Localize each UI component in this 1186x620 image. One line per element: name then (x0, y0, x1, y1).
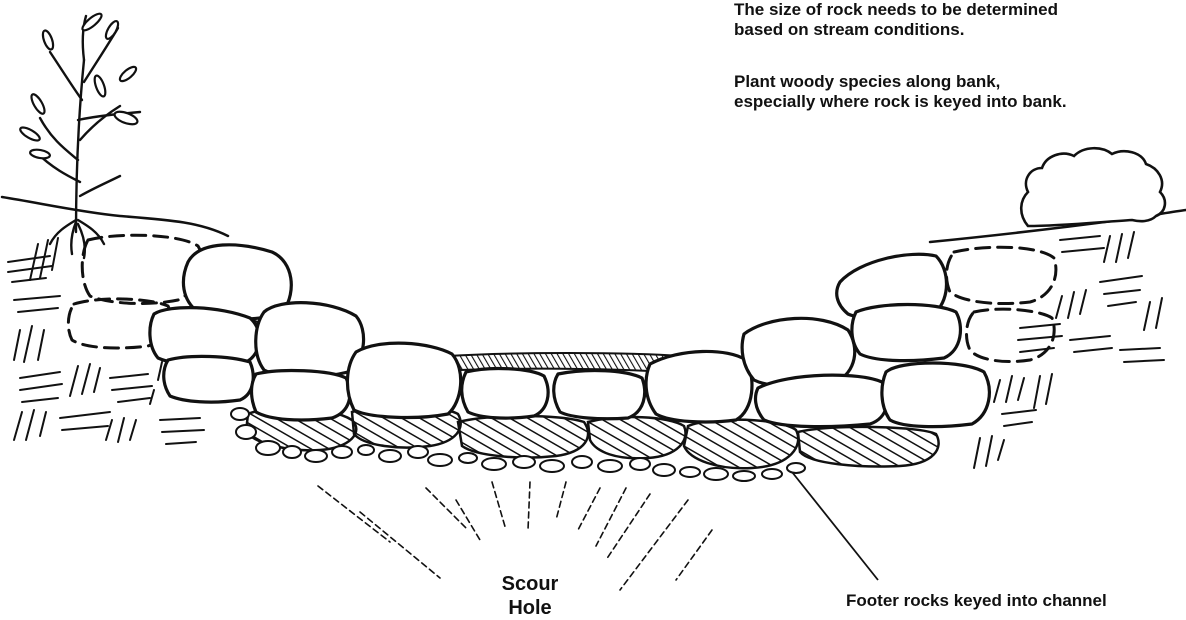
footer-rock (684, 420, 798, 469)
scour-label-line1: Scour (494, 572, 566, 596)
rock (882, 363, 989, 427)
right-bank-soil-texture (974, 232, 1164, 468)
note-planting: Plant woody species along bank, especial… (734, 72, 1067, 112)
note-rock-size-line2: based on stream conditions. (734, 20, 1058, 40)
footer-rocks-label: Footer rocks keyed into channel (846, 591, 1107, 611)
scour-hole-label: Scour Hole (494, 572, 566, 620)
note-planting-line1: Plant woody species along bank, (734, 72, 1067, 92)
rock (256, 303, 364, 377)
note-planting-line2: especially where rock is keyed into bank… (734, 92, 1067, 112)
keyed-rock (947, 247, 1056, 303)
rock (554, 371, 645, 419)
ground-surface-line (2, 197, 1186, 242)
rock (252, 371, 350, 420)
note-rock-size: The size of rock needs to be determined … (734, 0, 1058, 40)
keyed-rock (967, 309, 1055, 361)
note-rock-size-line1: The size of rock needs to be determined (734, 0, 1058, 20)
rock (646, 351, 752, 422)
footer-leader-line (792, 472, 878, 580)
footer-rock (458, 416, 588, 458)
riprap-rocks (150, 245, 989, 427)
rock (462, 369, 548, 419)
rock (347, 343, 460, 417)
footer-rock (588, 417, 686, 458)
footer-rock (798, 427, 939, 467)
woody-plant-sapling (36, 16, 140, 258)
rock (164, 356, 253, 402)
scour-label-line2: Hole (494, 596, 566, 620)
rock (852, 305, 961, 361)
shrub (1021, 148, 1165, 226)
rock (756, 375, 888, 427)
